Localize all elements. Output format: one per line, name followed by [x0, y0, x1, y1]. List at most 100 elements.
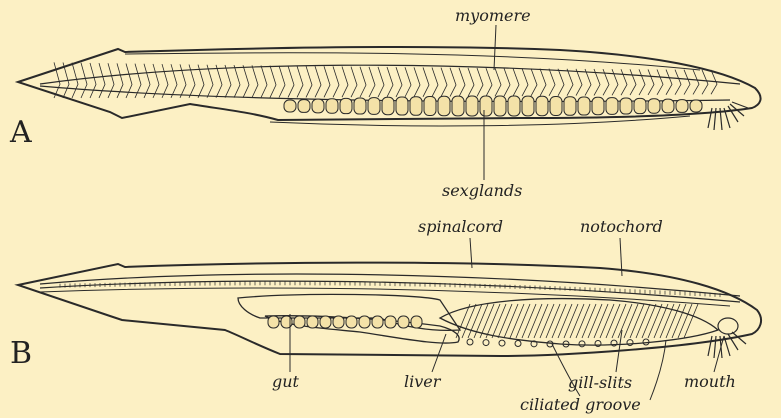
- myomere-chevron: [342, 67, 348, 98]
- groove-bead: [515, 341, 521, 347]
- myomere-chevron: [261, 65, 267, 97]
- gill-slit: [684, 304, 698, 338]
- gill-slit: [528, 304, 542, 338]
- sexgland: [494, 96, 506, 116]
- myomere-chevron: [504, 68, 510, 96]
- gill-slit: [648, 304, 662, 338]
- myomere-chevron: [531, 69, 537, 96]
- groove-bead: [483, 340, 489, 346]
- sexgland: [396, 97, 408, 115]
- sexgland: [480, 96, 492, 116]
- sexgland: [536, 96, 548, 115]
- gill-slit: [546, 304, 560, 338]
- sexgland: [662, 99, 674, 113]
- label-gut: gut: [272, 372, 300, 391]
- myomere-chevron: [513, 68, 519, 96]
- myomere-chevron: [324, 66, 330, 97]
- groove-bead: [499, 340, 505, 346]
- myomere-chevron: [378, 67, 384, 97]
- gill-slit: [516, 304, 530, 338]
- myomere-chevron: [216, 65, 222, 98]
- myomere-chevron: [450, 68, 456, 97]
- gill-slit: [492, 304, 506, 338]
- sexgland: [634, 98, 646, 113]
- leader-ciliated-groove: [552, 344, 580, 396]
- myomere-chevron: [648, 69, 654, 94]
- gill-slit: [558, 304, 572, 338]
- gill-slit: [486, 304, 500, 338]
- myomere-chevron: [288, 66, 294, 98]
- label-gill-slits: gill-slits: [568, 373, 632, 392]
- sexgland: [550, 96, 562, 115]
- panel-b: B spinalcord notochord gut liver: [10, 217, 761, 414]
- panel-b-gill-slits: [456, 304, 698, 338]
- sexgland: [452, 96, 464, 116]
- myomere-chevron: [180, 64, 186, 97]
- gill-slit: [624, 304, 638, 338]
- panel-b-mouth-opening: [718, 318, 738, 334]
- sexgland: [592, 97, 604, 115]
- gill-slit: [636, 304, 650, 338]
- myomere-chevron: [270, 66, 276, 98]
- label-notochord: notochord: [580, 217, 663, 236]
- sexgland: [368, 98, 380, 115]
- label-myomere: myomere: [455, 6, 531, 25]
- myomere-chevron: [171, 64, 177, 98]
- myomere-chevron: [234, 65, 240, 98]
- myomere-chevron: [558, 69, 564, 96]
- sexgland: [676, 100, 688, 113]
- leader-liver: [432, 334, 446, 372]
- myomere-chevron: [252, 65, 258, 97]
- sexgland: [620, 98, 632, 114]
- myomere-chevron: [432, 68, 438, 97]
- gill-slit: [480, 304, 494, 338]
- myomere-chevron: [279, 66, 285, 98]
- myomere-chevron: [396, 67, 402, 97]
- groove-bead: [467, 339, 473, 345]
- myomere-chevron: [639, 69, 645, 95]
- myomere-chevron: [414, 67, 420, 96]
- gill-slit: [630, 304, 644, 338]
- panel-a-myomeres: [54, 62, 717, 98]
- panel-b-notochord-line-2: [40, 288, 730, 306]
- sexgland: [606, 98, 618, 115]
- gill-slit: [552, 304, 566, 338]
- lower-gland: [333, 316, 344, 328]
- myomere-chevron: [387, 67, 393, 97]
- myomere-chevron: [468, 68, 474, 97]
- myomere-chevron: [99, 63, 105, 98]
- myomere-chevron: [369, 67, 375, 97]
- lower-gland: [346, 316, 357, 328]
- myomere-chevron: [621, 69, 627, 95]
- gill-slit: [588, 304, 602, 338]
- gill-slit: [504, 304, 518, 338]
- gill-slit: [600, 304, 614, 338]
- label-ciliated-groove: ciliated groove: [520, 395, 641, 414]
- gill-slit: [576, 304, 590, 338]
- myomere-chevron: [540, 69, 546, 96]
- lower-gland: [294, 316, 305, 328]
- gill-slit: [564, 304, 578, 338]
- sexgland: [326, 99, 338, 114]
- label-liver: liver: [404, 372, 442, 391]
- gill-slit: [660, 304, 674, 338]
- gill-slit: [498, 304, 512, 338]
- lower-gland: [411, 316, 422, 328]
- myomere-chevron: [315, 66, 321, 97]
- sexgland: [466, 96, 478, 116]
- myomere-chevron: [693, 70, 699, 95]
- panel-b-ciliated-groove: [467, 339, 649, 347]
- groove-bead: [579, 341, 585, 347]
- myomere-chevron: [117, 63, 123, 98]
- myomere-chevron: [549, 69, 555, 96]
- groove-bead: [627, 340, 633, 346]
- myomere-chevron: [360, 67, 366, 97]
- myomere-chevron: [630, 69, 636, 95]
- gill-slit: [522, 304, 536, 338]
- myomere-chevron: [225, 65, 231, 98]
- myomere-chevron: [576, 69, 582, 96]
- gill-slit: [642, 304, 656, 338]
- sexgland: [424, 96, 436, 115]
- sexgland: [382, 97, 394, 115]
- myomere-chevron: [306, 66, 312, 97]
